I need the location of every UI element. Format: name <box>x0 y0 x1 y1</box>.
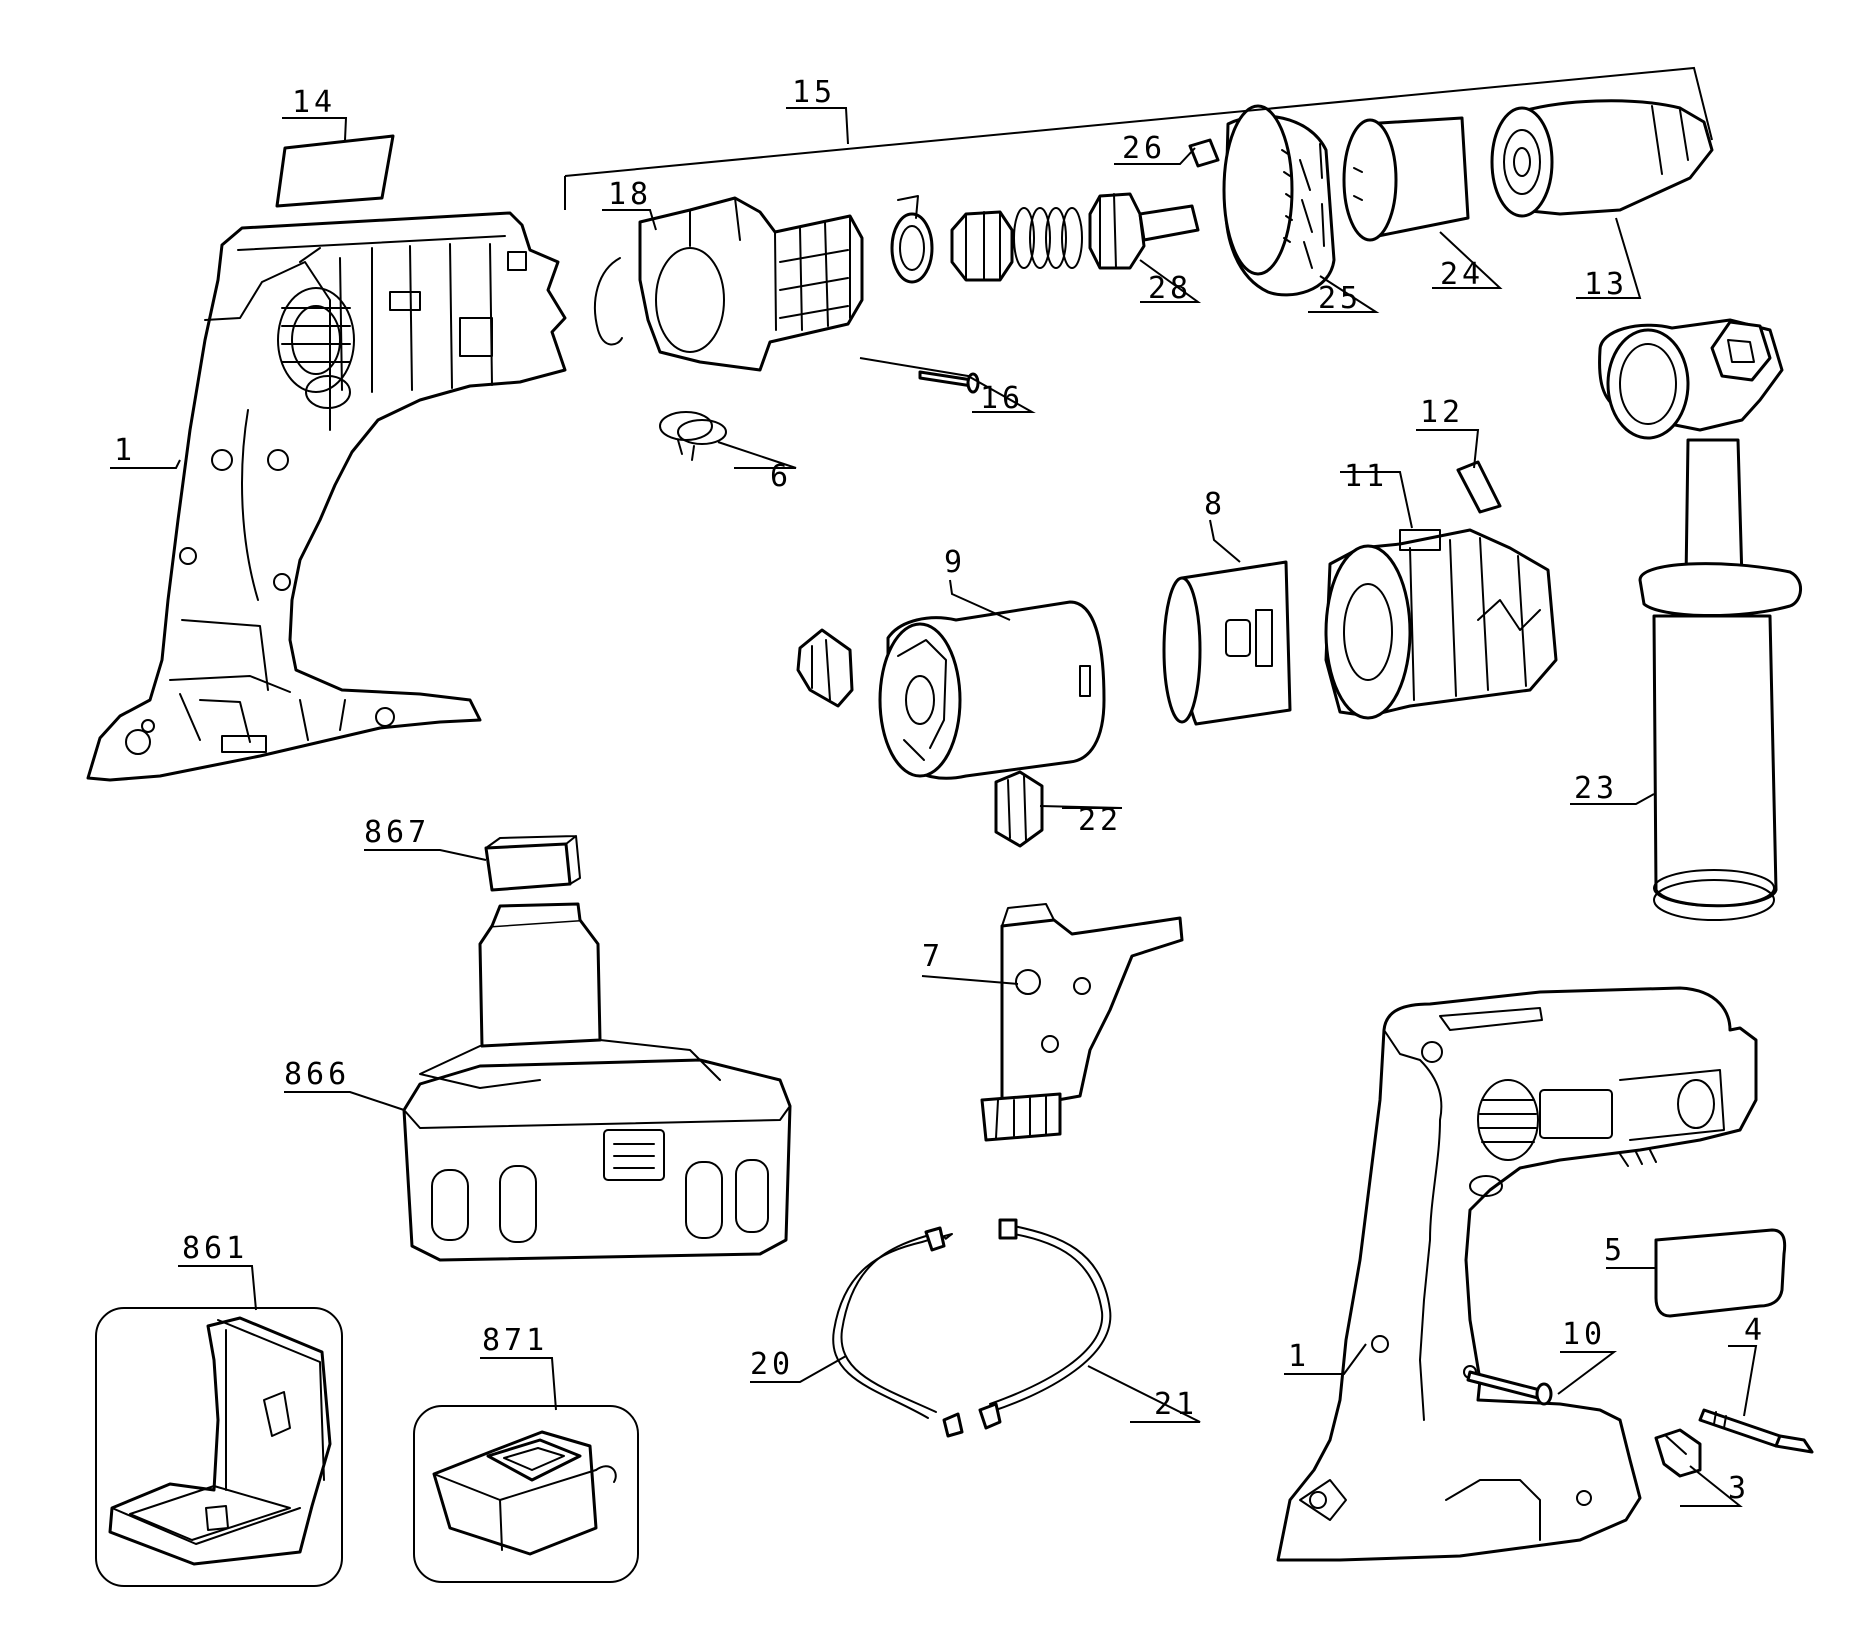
brush-holder-left <box>796 628 854 708</box>
label-part-8: 8 <box>1204 487 1226 522</box>
label-part-871: 871 <box>482 1323 548 1358</box>
part-15-ring-washer <box>890 195 934 284</box>
part-15-gear-housing <box>638 196 864 372</box>
part-867-battery-cap <box>484 835 581 892</box>
label-part-11: 11 <box>1344 459 1388 494</box>
label-part-7: 7 <box>922 939 944 974</box>
part-7-switch <box>980 903 1184 1142</box>
part-23-side-handle <box>1598 318 1802 921</box>
callout-labels: 14 15 18 26 28 25 24 13 16 6 12 11 8 9 2… <box>114 75 1766 1506</box>
part-15-clutch-gear <box>950 210 1014 282</box>
part-10-screw <box>1466 1370 1553 1406</box>
label-part-867: 867 <box>364 815 430 850</box>
part-15-assembly-bracket <box>564 66 1713 177</box>
part-25-clutch-collar <box>1222 104 1336 297</box>
label-part-6: 6 <box>770 459 792 494</box>
part-15-clutch-spring <box>1013 207 1083 269</box>
label-part-13: 13 <box>1584 267 1628 302</box>
label-part-3: 3 <box>1728 1471 1750 1506</box>
part-16-screw <box>918 370 980 394</box>
part-8-motor-can <box>1162 560 1292 726</box>
part-14-label-plate <box>275 134 395 208</box>
label-part-866: 866 <box>284 1057 350 1092</box>
leader-lines <box>110 107 1758 1507</box>
label-part-12: 12 <box>1420 395 1464 430</box>
part-26-key <box>1188 138 1220 168</box>
part-1-housing-assembled <box>1276 986 1758 1562</box>
label-part-18: 18 <box>608 177 652 212</box>
part-20-wire-lead <box>832 1226 964 1438</box>
label-part-5: 5 <box>1604 1233 1626 1268</box>
part-18-retaining-clip <box>594 257 623 346</box>
part-12-clip <box>1456 460 1502 514</box>
part-871-charger <box>413 1405 639 1583</box>
part-1-housing-left <box>86 211 567 782</box>
label-part-10: 10 <box>1562 1317 1606 1352</box>
label-part-4: 4 <box>1744 1313 1766 1348</box>
label-part-23: 23 <box>1574 771 1618 806</box>
label-part-21: 21 <box>1154 1387 1198 1422</box>
label-part-25: 25 <box>1318 281 1362 316</box>
label-part-20: 20 <box>750 1347 794 1382</box>
part-861-kit-box <box>95 1307 343 1587</box>
part-9-motor <box>878 600 1106 780</box>
label-part-16: 16 <box>980 381 1024 416</box>
label-part-1-housing: 1 <box>114 433 136 468</box>
part-866-battery-pack <box>402 902 792 1262</box>
part-28-spindle <box>1088 192 1200 270</box>
label-part-861: 861 <box>182 1231 248 1266</box>
label-part-28: 28 <box>1148 271 1192 306</box>
part-11-motor-housing <box>1324 528 1558 720</box>
label-part-22: 22 <box>1078 803 1122 838</box>
part-3-bit-clip <box>1654 1428 1702 1478</box>
label-part-24: 24 <box>1440 257 1484 292</box>
part-5-label-plate <box>1654 1228 1787 1318</box>
label-part-14: 14 <box>292 85 336 120</box>
part-22-brush-holder <box>994 770 1044 848</box>
part-21-wire-lead <box>978 1218 1112 1430</box>
part-4-screwdriver-bit <box>1698 1408 1814 1454</box>
label-part-26: 26 <box>1122 131 1166 166</box>
part-24-collar-sleeve <box>1342 116 1470 242</box>
label-part-9: 9 <box>944 545 966 580</box>
part-6-brush-spring <box>659 411 727 461</box>
label-part-15: 15 <box>792 75 836 110</box>
label-part-1-assembled: 1 <box>1288 1339 1310 1374</box>
part-13-chuck <box>1490 99 1714 218</box>
